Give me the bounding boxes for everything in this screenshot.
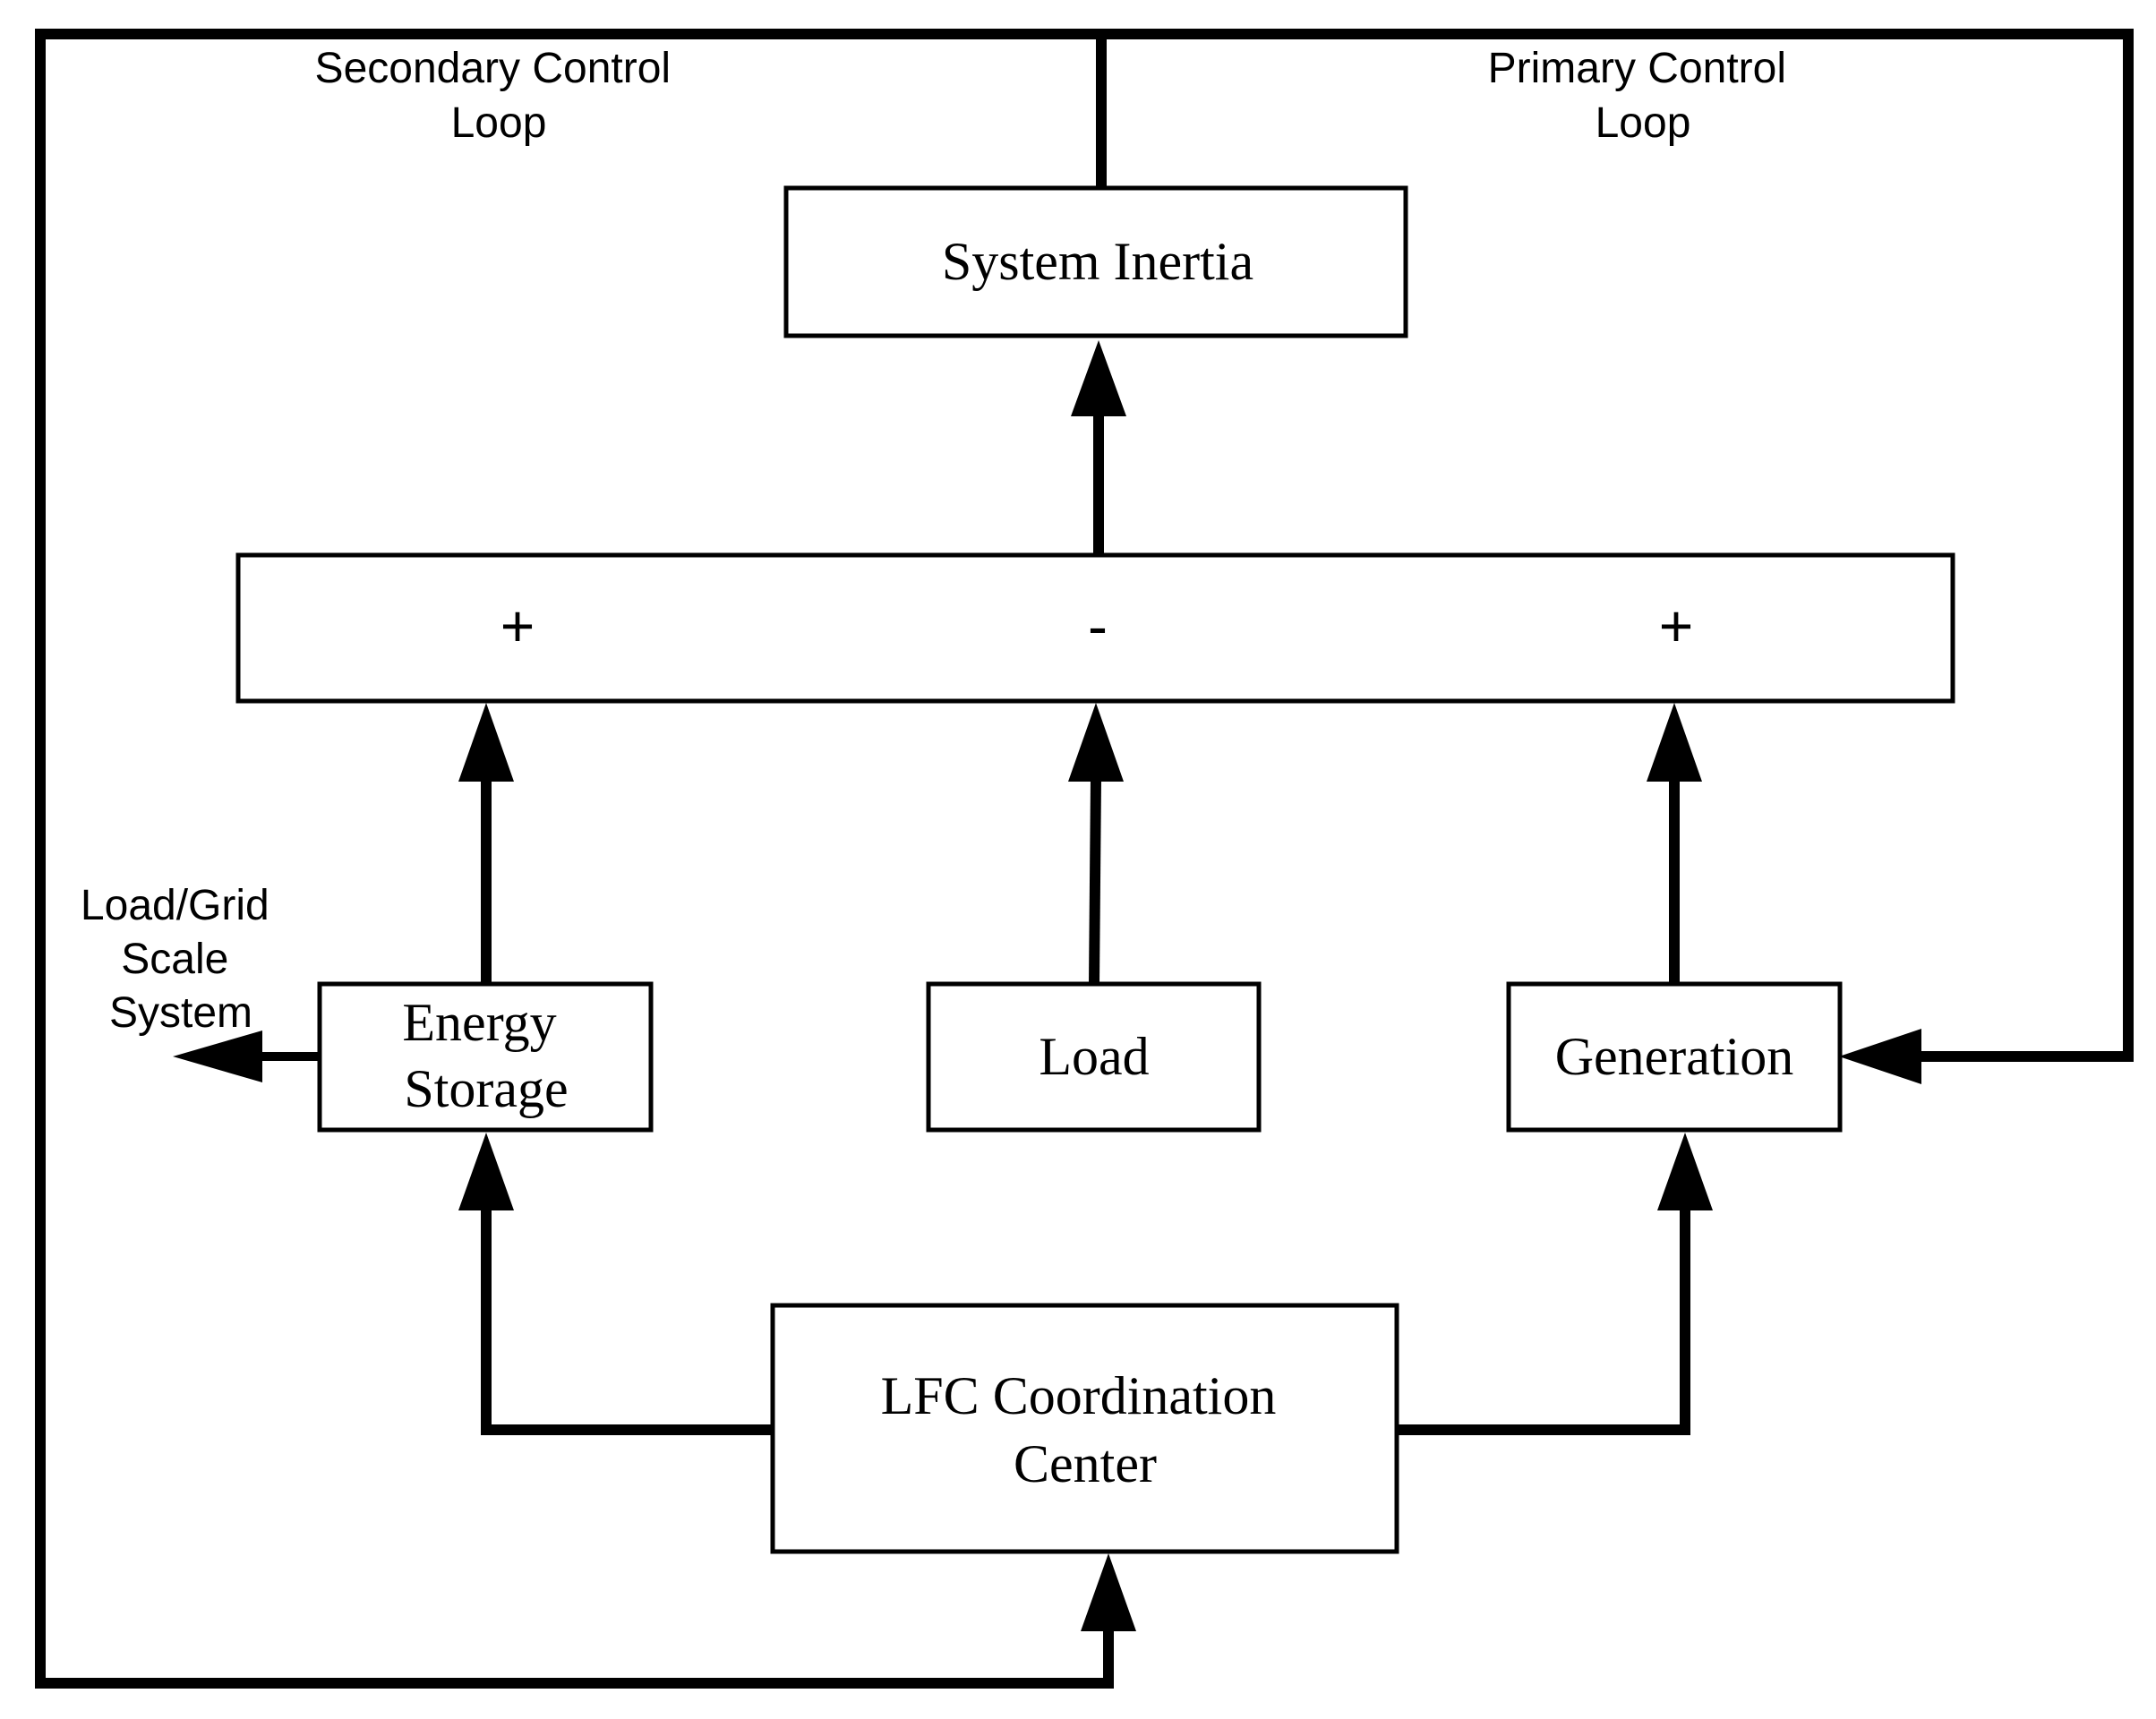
- generation-label: Generation: [1555, 1027, 1794, 1086]
- load-label: Load: [1039, 1027, 1149, 1086]
- energy-storage-block: [317, 981, 654, 1133]
- load-grid-scale-system-label: Load/Grid Scale System: [81, 882, 281, 1037]
- generation-feedback-arrowhead: [1839, 1029, 1921, 1084]
- inertia-input-arrowhead: [1071, 340, 1126, 416]
- energy-storage-label: Energy Storage: [402, 993, 569, 1118]
- secondary-loop-label: Secondary Control Loop: [315, 45, 683, 147]
- summing-block: [235, 552, 1955, 704]
- system-inertia-label: System Inertia: [942, 232, 1253, 291]
- storage-input-arrowhead: [458, 1133, 514, 1210]
- load-block: [926, 981, 1262, 1133]
- lfc-to-storage-line: [481, 1204, 775, 1435]
- load-to-sum-line: [1089, 778, 1101, 986]
- primary-loop-line: [1101, 29, 2134, 1062]
- primary-loop-label: Primary Control Loop: [1488, 45, 1799, 147]
- system-inertia-block: [783, 185, 1408, 338]
- lfc-input-arrowhead: [1081, 1553, 1136, 1631]
- lfc-to-generation-line: [1395, 1204, 1690, 1435]
- generation-block: [1506, 981, 1843, 1133]
- sum-middle-arrowhead: [1068, 703, 1124, 782]
- lfc-coordination-center-block: [770, 1303, 1399, 1554]
- grid-output-arrowhead: [173, 1031, 262, 1082]
- summing-plus-right: +: [1659, 593, 1694, 659]
- lfc-coordination-center-label: LFC Coordination Center: [881, 1366, 1290, 1493]
- sum-right-arrowhead: [1647, 703, 1702, 782]
- generation-input-arrowhead: [1657, 1133, 1713, 1210]
- summing-minus-middle: -: [1088, 593, 1108, 659]
- summing-plus-left: +: [500, 593, 535, 659]
- secondary-loop-line: [35, 29, 1114, 1689]
- sum-left-arrowhead: [458, 703, 514, 782]
